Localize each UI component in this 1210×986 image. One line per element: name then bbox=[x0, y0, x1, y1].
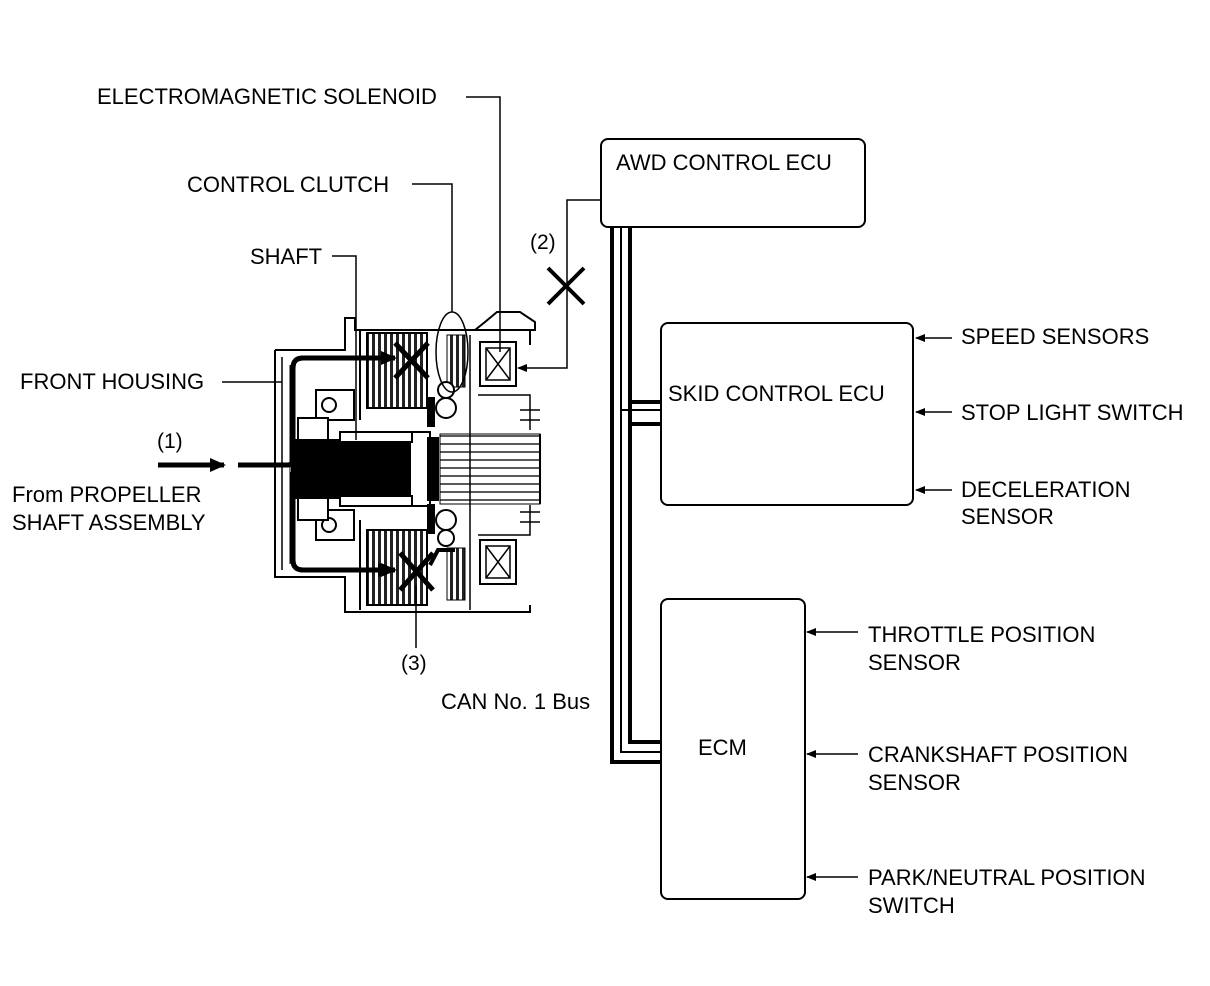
main-clutch-cross-upper bbox=[393, 341, 430, 380]
coupling-cross-section bbox=[238, 311, 541, 613]
marker-2: (2) bbox=[530, 231, 556, 254]
solenoid-label: ELECTROMAGNETIC SOLENOID bbox=[97, 84, 437, 109]
crankshaft-position-sensor-label-2: SENSOR bbox=[868, 770, 961, 795]
park-neutral-switch-label-1: PARK/NEUTRAL POSITION bbox=[868, 865, 1146, 890]
park-neutral-switch-label-2: SWITCH bbox=[868, 893, 955, 918]
awd-control-ecu-box bbox=[600, 138, 866, 228]
from-propeller-label-2: SHAFT ASSEMBLY bbox=[12, 510, 206, 535]
main-clutch-cross-lower bbox=[398, 551, 435, 592]
front-housing-label: FRONT HOUSING bbox=[20, 369, 205, 394]
marker-1: (1) bbox=[157, 430, 183, 453]
shaft-label: SHAFT bbox=[250, 244, 323, 269]
throttle-position-sensor-label-2: SENSOR bbox=[868, 650, 961, 675]
cam-ball-upper bbox=[435, 397, 457, 419]
skid-control-ecu-box bbox=[660, 322, 914, 506]
speed-sensors-label: SPEED SENSORS bbox=[961, 324, 1150, 349]
skid-control-ecu-label: SKID CONTROL ECU bbox=[668, 381, 885, 406]
marker-3: (3) bbox=[401, 652, 427, 675]
awd-control-ecu-label: AWD CONTROL ECU bbox=[616, 150, 832, 175]
sensor-input-arrows bbox=[806, 334, 952, 881]
throttle-position-sensor-label-1: THROTTLE POSITION bbox=[868, 622, 1096, 647]
control-clutch-lower bbox=[446, 547, 466, 601]
deceleration-sensor-label-1: DECELERATION bbox=[961, 477, 1131, 502]
leader-lines bbox=[222, 96, 501, 648]
ecm-label: ECM bbox=[698, 735, 747, 760]
front-housing-outline bbox=[274, 311, 536, 613]
shaft-body bbox=[291, 439, 415, 499]
deceleration-sensor-label-2: SENSOR bbox=[961, 504, 1054, 529]
can-bus-lines bbox=[610, 228, 660, 764]
control-clutch-label: CONTROL CLUTCH bbox=[187, 172, 390, 197]
control-clutch-upper bbox=[446, 334, 466, 388]
crankshaft-position-sensor-label-1: CRANKSHAFT POSITION bbox=[868, 742, 1128, 767]
from-propeller-label-1: From PROPELLER bbox=[12, 482, 202, 507]
signal-block-cross bbox=[546, 266, 586, 306]
ecm-box bbox=[660, 598, 806, 900]
can-bus-label: CAN No. 1 Bus bbox=[441, 689, 591, 714]
cam-ball-lower bbox=[435, 509, 457, 531]
stop-light-switch-label: STOP LIGHT SWITCH bbox=[961, 400, 1184, 425]
